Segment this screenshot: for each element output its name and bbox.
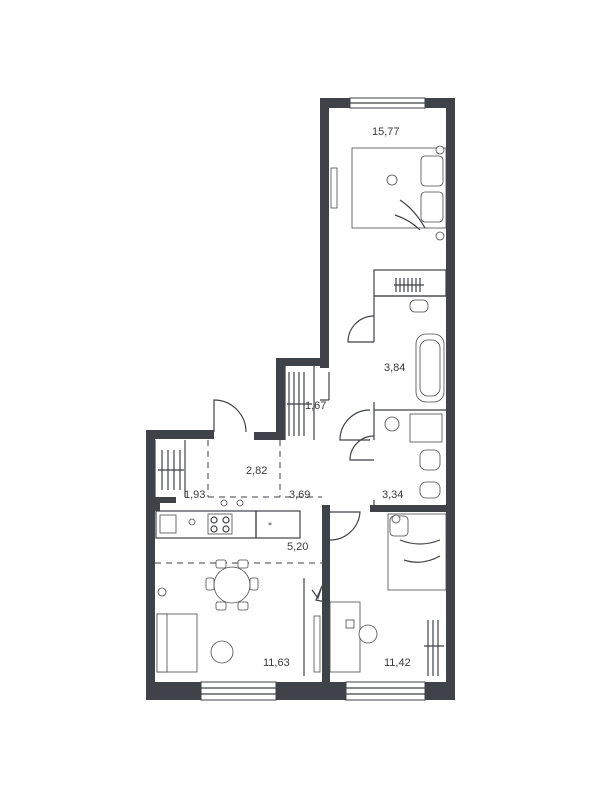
wardrobe-icon xyxy=(394,278,424,292)
wardrobe-icon xyxy=(158,450,184,490)
tv-stand-icon xyxy=(313,615,321,673)
bathroom-fixtures xyxy=(409,299,445,403)
partitions xyxy=(154,269,447,564)
area-label-bedroom-bottom: 11,42 xyxy=(384,657,411,669)
mirror-icon xyxy=(330,167,338,209)
toilet-room-fixtures xyxy=(384,413,443,499)
plant-icon xyxy=(157,587,167,597)
shoes-icon xyxy=(220,499,228,507)
doors xyxy=(213,315,375,541)
toilet-icon xyxy=(419,481,441,499)
area-label-kitchen: 5,20 xyxy=(287,541,308,553)
shower-icon xyxy=(409,413,443,443)
area-label-storage: 1,67 xyxy=(305,400,326,412)
area-label-living-room: 11,63 xyxy=(263,657,290,669)
nightstand-icon xyxy=(435,145,445,155)
area-label-entrance: 2,82 xyxy=(246,465,267,477)
kitchen-fixtures: * xyxy=(159,513,272,535)
area-label-bathroom: 3,84 xyxy=(384,362,405,374)
window-bedroom xyxy=(345,681,426,701)
sink-icon xyxy=(159,514,177,534)
wardrobe-icon xyxy=(424,620,444,676)
svg-text:*: * xyxy=(268,521,272,530)
stove-icon xyxy=(207,513,233,535)
toilet-icon xyxy=(409,299,429,313)
sofa-icon xyxy=(156,613,198,673)
area-label-bedroom-top: 15,77 xyxy=(372,126,400,138)
shelving-icon xyxy=(287,372,312,436)
area-labels: 15,77 3,84 1,67 2,82 3,69 1,93 3,34 5,20… xyxy=(184,126,411,669)
nightstand-icon xyxy=(435,231,445,241)
area-label-hallway: 3,69 xyxy=(289,489,310,501)
furniture: * xyxy=(156,145,447,676)
area-label-wardrobe: 1,93 xyxy=(184,489,205,501)
window-living xyxy=(200,681,277,701)
faucet-icon xyxy=(188,518,196,526)
desk-icon xyxy=(329,601,378,673)
windows xyxy=(200,97,426,701)
walls xyxy=(146,98,455,700)
dining-table-icon xyxy=(205,559,259,611)
shoes-icon xyxy=(236,499,244,507)
area-label-toilet: 3,34 xyxy=(382,489,403,501)
washing-machine-icon xyxy=(384,416,400,432)
rug-icon xyxy=(210,640,234,664)
double-bed-icon xyxy=(387,513,447,591)
plant-icon xyxy=(311,585,327,603)
sink-icon xyxy=(419,449,441,471)
double-bed-icon xyxy=(351,147,447,231)
